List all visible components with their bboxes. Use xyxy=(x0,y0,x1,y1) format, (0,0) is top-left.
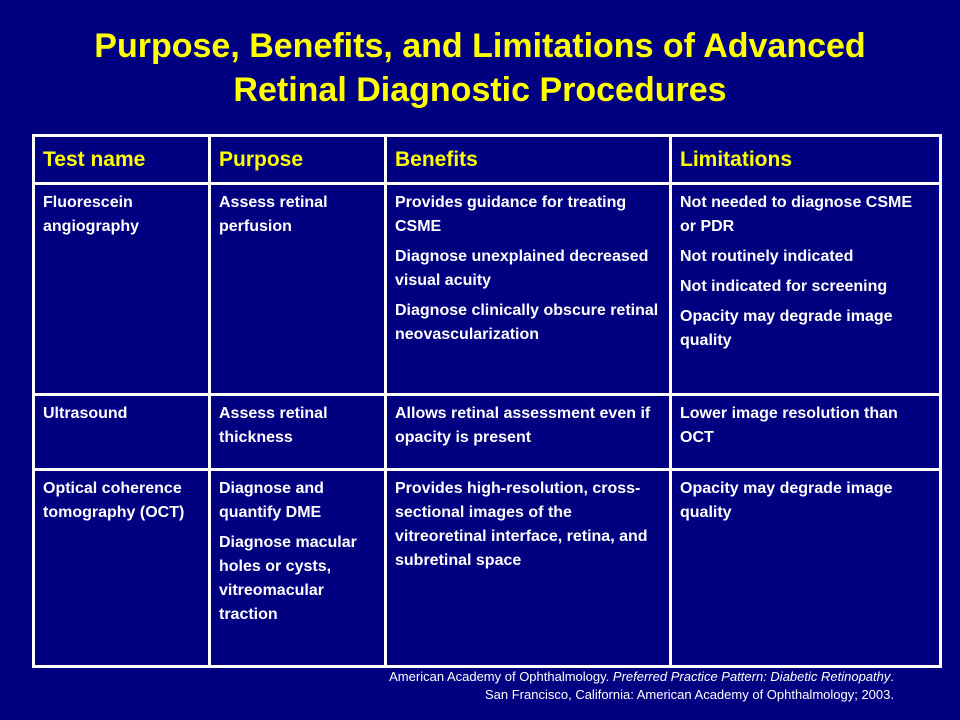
cell-line: Provides high-resolution, cross-sectiona… xyxy=(395,480,648,569)
cell-line: Ultrasound xyxy=(43,405,128,422)
cell-line: Assess retinal thickness xyxy=(219,405,328,446)
cell-line: Diagnose clinically obscure retinal neov… xyxy=(395,302,659,343)
cell-benefits: Allows retinal assessment even if opacit… xyxy=(384,393,672,471)
citation-line-2: San Francisco, California: American Acad… xyxy=(485,687,894,702)
cell-line: Not indicated for screening xyxy=(680,278,888,295)
header-purpose: Purpose xyxy=(208,134,387,185)
cell-test-name: Fluorescein angiography xyxy=(32,182,211,396)
header-benefits: Benefits xyxy=(384,134,672,185)
cell-benefits: Provides high-resolution, cross-sectiona… xyxy=(384,468,672,668)
cell-purpose: Assess retinal perfusion xyxy=(208,182,387,396)
cell-line: Assess retinal perfusion xyxy=(219,194,328,235)
cell-line: Not routinely indicated xyxy=(680,248,854,265)
cell-line: Not needed to diagnose CSME or PDR xyxy=(680,194,913,235)
header-limitations: Limitations xyxy=(669,134,942,185)
cell-limitations: Lower image resolution than OCT xyxy=(669,393,942,471)
cell-limitations: Not needed to diagnose CSME or PDR Not r… xyxy=(669,182,942,396)
header-test-name: Test name xyxy=(32,134,211,185)
cell-benefits: Provides guidance for treating CSME Diag… xyxy=(384,182,672,396)
cell-line: Diagnose unexplained decreased visual ac… xyxy=(395,248,649,289)
cell-line: Allows retinal assessment even if opacit… xyxy=(395,405,651,446)
slide-title: Purpose, Benefits, and Limitations of Ad… xyxy=(20,24,940,112)
citation-period: . xyxy=(890,669,894,684)
cell-line: Diagnose macular holes or cysts, vitreom… xyxy=(219,534,357,623)
cell-purpose: Diagnose and quantify DME Diagnose macul… xyxy=(208,468,387,668)
procedures-table: Test name Purpose Benefits Limitations F… xyxy=(32,134,942,668)
cell-test-name: Optical coherence tomography (OCT) xyxy=(32,468,211,668)
cell-line: Opacity may degrade image quality xyxy=(680,308,893,349)
cell-line: Optical coherence tomography (OCT) xyxy=(43,480,185,521)
cell-line: Lower image resolution than OCT xyxy=(680,405,898,446)
cell-purpose: Assess retinal thickness xyxy=(208,393,387,471)
table-row: Ultrasound Assess retinal thickness Allo… xyxy=(32,393,942,471)
table-header-row: Test name Purpose Benefits Limitations xyxy=(32,134,942,185)
citation: American Academy of Ophthalmology. Prefe… xyxy=(234,668,894,704)
citation-author: American Academy of Ophthalmology. xyxy=(389,669,613,684)
citation-line-1: American Academy of Ophthalmology. Prefe… xyxy=(234,668,894,686)
cell-line: Opacity may degrade image quality xyxy=(680,480,893,521)
cell-test-name: Ultrasound xyxy=(32,393,211,471)
cell-limitations: Opacity may degrade image quality xyxy=(669,468,942,668)
slide-title-line-2: Retinal Diagnostic Procedures xyxy=(233,71,727,109)
cell-line: Provides guidance for treating CSME xyxy=(395,194,627,235)
citation-work-title: Preferred Practice Pattern: Diabetic Ret… xyxy=(612,669,891,684)
cell-line: Fluorescein angiography xyxy=(43,194,140,235)
cell-line: Diagnose and quantify DME xyxy=(219,480,324,521)
slide-title-line-1: Purpose, Benefits, and Limitations of Ad… xyxy=(94,27,866,65)
table-row: Fluorescein angiography Assess retinal p… xyxy=(32,182,942,396)
table-row: Optical coherence tomography (OCT) Diagn… xyxy=(32,468,942,668)
